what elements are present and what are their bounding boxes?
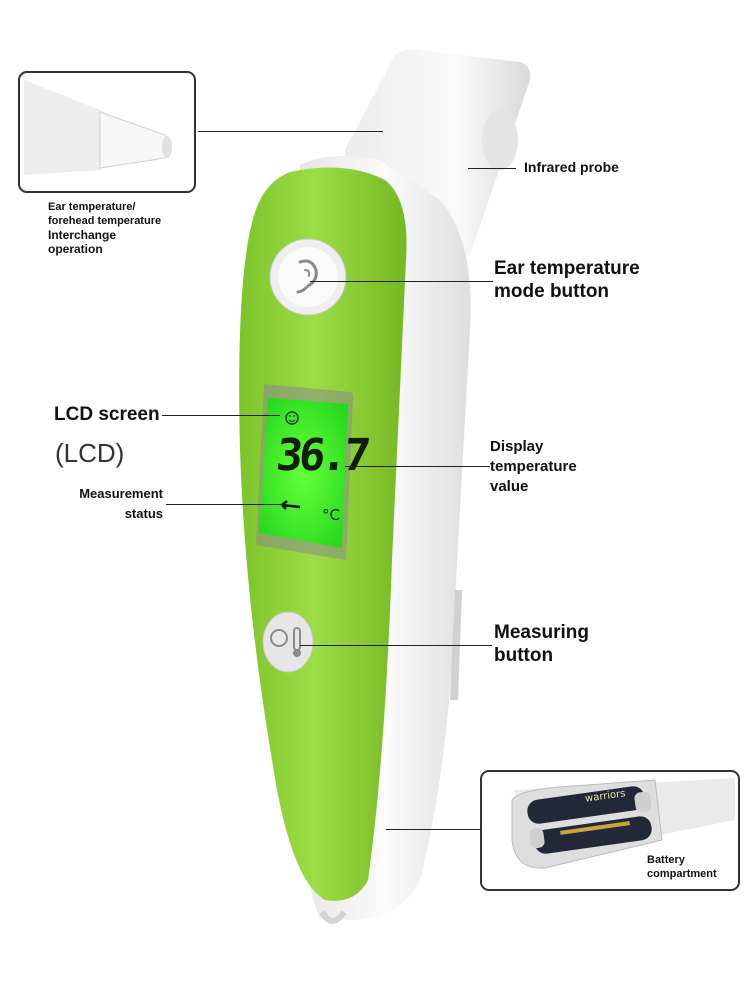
lcd-screen-label: LCD screen xyxy=(54,404,160,425)
lcd-screen xyxy=(256,384,354,560)
smiley-icon xyxy=(285,411,299,425)
inset-caption: Ear temperature/ forehead temperature In… xyxy=(48,201,162,256)
lcd-reading: 36.7 xyxy=(273,430,370,481)
lanyard-loop xyxy=(319,910,347,924)
leader-line-infrared-probe xyxy=(468,168,516,169)
leader-line-probe-inset xyxy=(198,131,383,132)
measurement-status-label: Measurement status xyxy=(79,486,163,521)
leader-line-measurement xyxy=(166,504,282,505)
leader-line-display xyxy=(345,466,490,467)
measuring-button[interactable] xyxy=(262,611,314,673)
ear-mode-label: Ear temperature mode button xyxy=(494,258,640,302)
ear-mode-button[interactable] xyxy=(269,238,347,316)
lcd-abbr-label: (LCD) xyxy=(55,438,125,468)
battery-compartment-label: Battery compartment xyxy=(647,854,717,880)
battery-icon xyxy=(527,786,652,854)
ear-icon xyxy=(296,259,318,294)
lcd-unit: °C xyxy=(322,506,340,524)
face-icon xyxy=(270,629,288,647)
probe-closeup-image xyxy=(18,71,196,193)
battery-compartment-image xyxy=(480,770,740,891)
leader-line-battery xyxy=(386,829,481,830)
leader-line-measuring xyxy=(300,645,492,646)
measurement-arrow-icon xyxy=(281,500,301,510)
display-temperature-label: Display temperature value xyxy=(490,438,577,495)
infrared-probe-label: Infrared probe xyxy=(524,159,619,175)
leader-line-ear-mode xyxy=(310,281,493,282)
measuring-button-label: Measuring button xyxy=(494,622,590,666)
leader-line-lcd xyxy=(162,415,280,416)
